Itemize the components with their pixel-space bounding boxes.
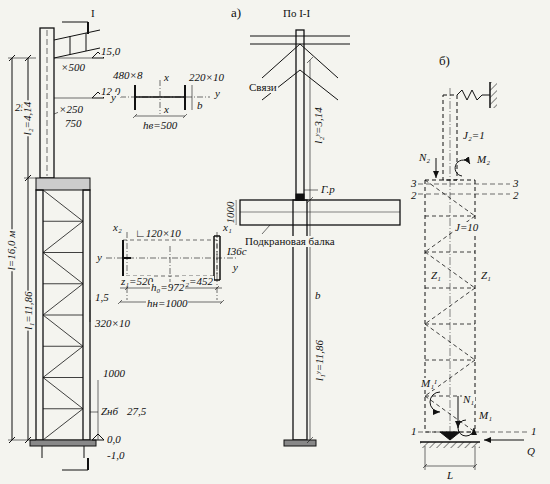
lattice-bar xyxy=(43,283,83,284)
drawing-label: J₂=1 xyxy=(462,130,486,141)
drawing-label: L xyxy=(446,470,454,481)
drawing-label: M₂ xyxy=(476,154,491,165)
drawing-label: l₁ʸ=11,86 xyxy=(314,338,325,381)
lattice-bar xyxy=(43,315,83,316)
drawing-label: ×500 xyxy=(60,62,86,73)
drawing-label: l₂ʸ=3,14 xyxy=(312,106,323,144)
drawing-label: Г.р xyxy=(320,184,336,195)
drawing-label: y xyxy=(232,262,239,273)
drawing-label: N₂ xyxy=(418,152,431,163)
drawing-label: b xyxy=(314,290,322,301)
drawing-label: hн=1000 xyxy=(146,298,188,309)
drawing-label: N₁ xyxy=(462,394,475,405)
lattice-bar xyxy=(43,190,83,221)
drawing-label: 750 xyxy=(64,118,83,129)
lattice-bar xyxy=(43,346,83,377)
lattice-bar xyxy=(43,408,83,409)
drawing-label: 15,0 xyxy=(100,46,121,57)
lattice-bar xyxy=(43,409,83,440)
drawing-label: M₁ xyxy=(478,410,493,421)
drawing-label: Z₁ xyxy=(480,270,492,281)
drawing-label: 27,5 xyxy=(126,406,147,417)
lattice-bar xyxy=(43,253,83,284)
drawing-label: По I-I xyxy=(282,8,311,19)
drawing-label: -1,0 xyxy=(106,450,125,461)
lattice-bar xyxy=(43,346,83,347)
drawing-label: y xyxy=(214,88,221,99)
lattice-bar xyxy=(43,221,83,252)
drawing-label: l₂=4,14 xyxy=(23,100,34,136)
drawing-label: b xyxy=(196,100,204,111)
drawing-label: x₂ xyxy=(112,222,123,233)
drawing-label: Связи xyxy=(248,82,278,93)
drawing-label: Q xyxy=(526,446,536,457)
lattice-bar xyxy=(43,284,83,315)
drawing-label: l₁=11,86 xyxy=(23,290,34,330)
drawing-label: h₀=972 xyxy=(150,282,185,293)
drawing-label: 320×10 xyxy=(94,318,131,329)
drawing-label: 3 xyxy=(512,178,520,189)
drawing-label: 1 xyxy=(530,426,538,437)
lattice-bar xyxy=(425,360,475,361)
drawing-label: ∟120×10 xyxy=(134,228,182,239)
drawing-label: y xyxy=(96,252,103,263)
drawing-label: y xyxy=(110,92,117,103)
drawing-label: l=16,0 м xyxy=(7,229,18,271)
lattice-bar xyxy=(43,252,83,253)
drawing-label: 220×10 xyxy=(188,72,225,83)
drawing-label: 1000 xyxy=(225,200,236,224)
drawing-label: 2 xyxy=(410,190,418,201)
drawing-label: x xyxy=(163,104,170,115)
lattice-bar xyxy=(43,221,83,222)
drawing-label: hв=500 xyxy=(142,120,178,131)
drawing-label: z₁=520 xyxy=(120,276,154,287)
lattice-bar xyxy=(43,377,83,378)
lattice-bar xyxy=(43,315,83,346)
drawing-label: x xyxy=(163,72,170,83)
lattice-bar xyxy=(43,378,83,409)
drawing-label: а) xyxy=(230,6,242,19)
drawing-label: 3 xyxy=(410,178,418,189)
drawing-label: Подкрановая балка xyxy=(244,236,336,247)
drawing-label: 1 xyxy=(410,426,418,437)
drawing-label: M₁ᴵ xyxy=(420,378,438,389)
drawing-label: Z₁ xyxy=(430,270,442,281)
drawing-label: I36с xyxy=(226,246,248,257)
drawing-label: 1000 xyxy=(102,368,126,379)
drawing-label: 1,5 xyxy=(94,292,110,303)
drawing-label: Zнб xyxy=(100,406,119,417)
drawing-label: 480×8 xyxy=(112,70,143,81)
drawing-label: 0,0 xyxy=(106,434,122,445)
drawing-label: б) xyxy=(438,54,451,67)
drawing-label: ×250 xyxy=(58,104,84,115)
drawing-label: I xyxy=(90,8,96,19)
drawing-label: J=10 xyxy=(454,222,479,233)
drawing-label: 2 xyxy=(512,190,520,201)
